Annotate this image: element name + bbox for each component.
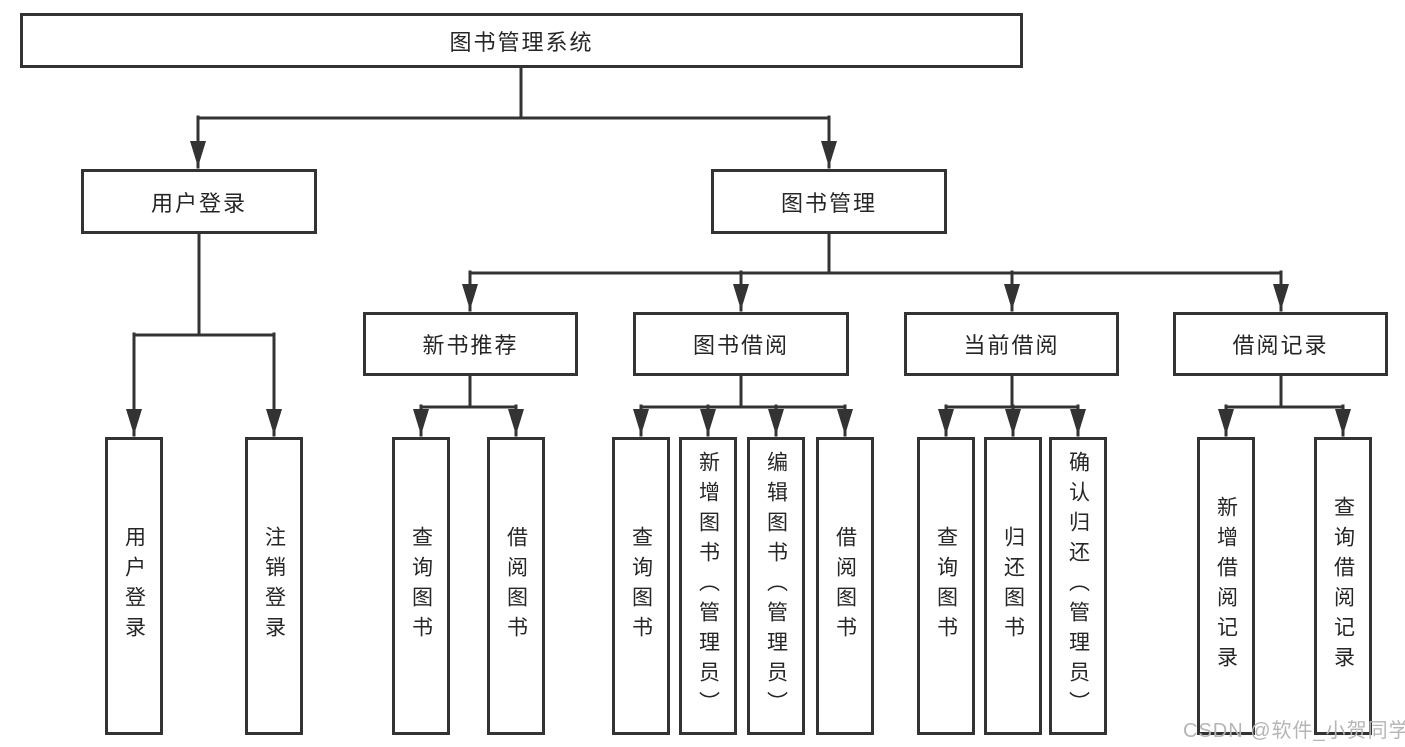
node-user-login-label: 用户登录 <box>150 190 247 216</box>
leaf-confirm-return-admin-label: 确认归还（管理员） <box>1066 451 1090 721</box>
leaf-user-login: 用户登录 <box>105 437 163 735</box>
leaf-confirm-return-admin: 确认归还（管理员） <box>1049 437 1107 735</box>
node-book-management: 图书管理 <box>711 169 947 234</box>
leaf-borrow-books-recommend-label: 借阅图书 <box>504 526 528 646</box>
connector-borrowing-records-children <box>1218 374 1351 437</box>
node-borrowing-records: 借阅记录 <box>1173 312 1388 376</box>
leaf-query-borrow-record-label: 查询借阅记录 <box>1331 496 1355 676</box>
connector-root-to-level2 <box>190 65 837 169</box>
leaf-logout-label: 注销登录 <box>262 526 286 646</box>
leaf-borrow-books-borrowing: 借阅图书 <box>816 437 874 735</box>
node-library-management-system-label: 图书管理系统 <box>449 29 594 55</box>
leaf-query-books-current-label: 查询图书 <box>934 526 958 646</box>
leaf-query-borrow-record: 查询借阅记录 <box>1314 437 1372 735</box>
csdn-watermark: CSDN @软件_小贺同学 <box>1183 720 1405 742</box>
leaf-add-books-admin: 新增图书（管理员） <box>679 437 737 735</box>
connector-book-borrowing-children <box>633 374 853 437</box>
leaf-user-login-label: 用户登录 <box>122 526 146 646</box>
leaf-borrow-books-recommend: 借阅图书 <box>487 437 545 735</box>
leaf-query-books-recommend: 查询图书 <box>392 437 450 735</box>
node-book-borrowing: 图书借阅 <box>633 312 849 376</box>
node-library-management-system: 图书管理系统 <box>20 13 1023 68</box>
leaf-add-borrow-record: 新增借阅记录 <box>1197 437 1255 735</box>
node-new-book-recommendation: 新书推荐 <box>363 312 578 376</box>
node-new-book-recommendation-label: 新书推荐 <box>422 333 519 358</box>
connector-new-book-recommendation-children <box>413 374 524 437</box>
node-book-borrowing-label: 图书借阅 <box>692 333 789 358</box>
leaf-return-books: 归还图书 <box>984 437 1042 735</box>
connector-current-borrowing-children <box>938 374 1086 437</box>
leaf-add-books-admin-label: 新增图书（管理员） <box>696 451 720 721</box>
leaf-edit-books-admin-label: 编辑图书（管理员） <box>764 451 788 721</box>
leaf-query-books-current: 查询图书 <box>917 437 975 735</box>
leaf-return-books-label: 归还图书 <box>1001 526 1025 646</box>
leaf-query-books-borrowing: 查询图书 <box>612 437 670 735</box>
node-user-login: 用户登录 <box>81 169 317 234</box>
connector-book-management-children <box>462 231 1289 312</box>
node-borrowing-records-label: 借阅记录 <box>1232 333 1329 358</box>
node-book-management-label: 图书管理 <box>780 190 877 216</box>
leaf-query-books-recommend-label: 查询图书 <box>409 526 433 646</box>
node-current-borrowing-label: 当前借阅 <box>963 333 1060 358</box>
leaf-edit-books-admin: 编辑图书（管理员） <box>747 437 805 735</box>
leaf-logout: 注销登录 <box>245 437 303 735</box>
node-current-borrowing: 当前借阅 <box>904 312 1119 376</box>
leaf-borrow-books-borrowing-label: 借阅图书 <box>833 526 857 646</box>
connector-user-login-children <box>126 231 282 437</box>
leaf-query-books-borrowing-label: 查询图书 <box>629 526 653 646</box>
leaf-add-borrow-record-label: 新增借阅记录 <box>1214 496 1238 676</box>
